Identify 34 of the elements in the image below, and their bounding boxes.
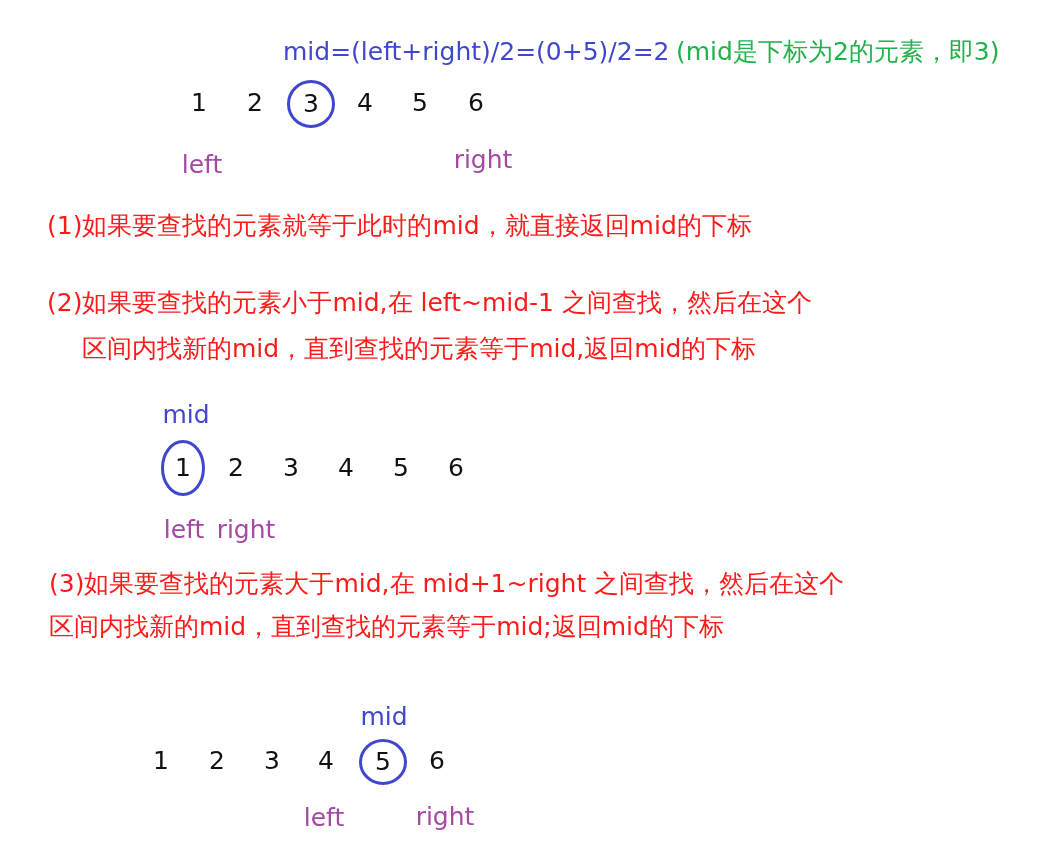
- array-value: 3: [283, 453, 299, 483]
- array-value: 1: [191, 88, 207, 118]
- note-text: (mid是下标为2的元素，即3): [676, 37, 1000, 67]
- array-value: 1: [153, 746, 169, 776]
- pointer-label: mid: [162, 400, 210, 430]
- array-value: 2: [247, 88, 263, 118]
- explanation-text: (2)如果要查找的元素小于mid,在 left~mid-1 之间查找，然后在这个区间内找新的mid，直到查找的元素等于mid,返回mid的下标: [47, 287, 813, 365]
- highlight-ring: [287, 80, 335, 128]
- pointer-label: right: [415, 802, 475, 832]
- formula-text: mid=(left+right)/2=(0+5)/2=2: [283, 37, 670, 67]
- explanation-text: (1)如果要查找的元素就等于此时的mid，就直接返回mid的下标: [47, 211, 753, 241]
- array-value: 6: [429, 746, 445, 776]
- array-value: 5: [412, 88, 428, 118]
- highlight-ring: [161, 440, 205, 496]
- array-value: 5: [393, 453, 409, 483]
- array-value: 4: [338, 453, 354, 483]
- pointer-label: right: [453, 145, 513, 175]
- array-value: 2: [209, 746, 225, 776]
- array-value: 6: [468, 88, 484, 118]
- array-value: 6: [448, 453, 464, 483]
- pointer-label: left: [163, 515, 205, 545]
- explanation-text: (3)如果要查找的元素大于mid,在 mid+1~right 之间查找，然后在这个区间内找新的mid，直到查找的元素等于mid;返回mid的下标: [49, 568, 846, 643]
- pointer-label: left: [181, 150, 223, 180]
- highlight-ring: [359, 739, 407, 785]
- array-value: 3: [264, 746, 280, 776]
- pointer-label: right: [216, 515, 276, 545]
- pointer-label: left: [303, 803, 345, 833]
- array-value: 3: [303, 89, 319, 119]
- array-value: 2: [228, 453, 244, 483]
- pointer-label: mid: [360, 702, 408, 732]
- array-value: 5: [375, 747, 391, 777]
- array-value: 4: [318, 746, 334, 776]
- array-value: 1: [175, 453, 191, 483]
- array-value: 4: [357, 88, 373, 118]
